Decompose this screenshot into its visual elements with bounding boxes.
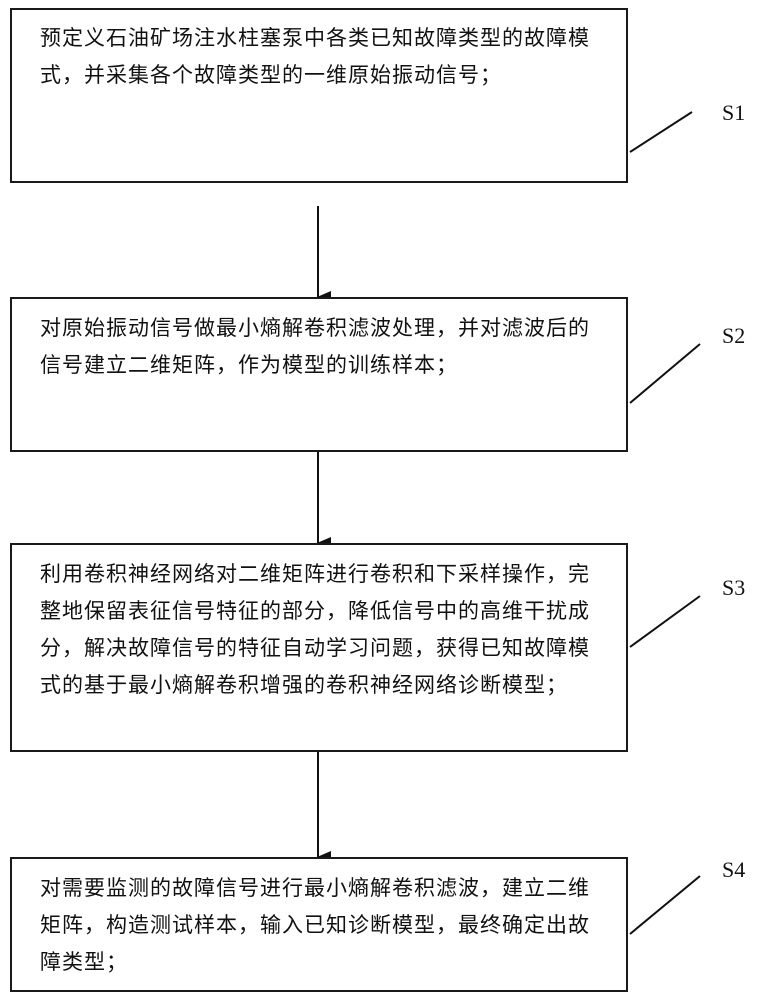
step-text-s1: 预定义石油矿场注水柱塞泵中各类已知故障类型的故障模式，并采集各个故障类型的一维原…	[40, 26, 590, 87]
step-label-s3: S3	[722, 575, 746, 600]
step-label-s1: S1	[722, 100, 746, 125]
step-text-s4: 对需要监测的故障信号进行最小熵解卷积滤波，建立二维矩阵，构造测试样本，输入已知诊…	[40, 876, 590, 974]
step-label-s2: S2	[722, 323, 746, 348]
step-box-s3: 利用卷积神经网络对二维矩阵进行卷积和下采样操作，完整地保留表征信号特征的部分，降…	[10, 543, 628, 752]
step-label-s4: S4	[722, 857, 746, 882]
leader-line-s4	[629, 875, 701, 935]
step-box-s1: 预定义石油矿场注水柱塞泵中各类已知故障类型的故障模式，并采集各个故障类型的一维原…	[10, 8, 628, 183]
leader-line-s3	[629, 595, 701, 648]
step-text-s2: 对原始振动信号做最小熵解卷积滤波处理，并对滤波后的信号建立二维矩阵，作为模型的训…	[40, 316, 590, 377]
step-box-s4: 对需要监测的故障信号进行最小熵解卷积滤波，建立二维矩阵，构造测试样本，输入已知诊…	[10, 857, 628, 992]
leader-line-s1	[629, 111, 693, 153]
step-text-s3: 利用卷积神经网络对二维矩阵进行卷积和下采样操作，完整地保留表征信号特征的部分，降…	[40, 562, 590, 697]
leader-line-s2	[629, 343, 701, 404]
step-box-s2: 对原始振动信号做最小熵解卷积滤波处理，并对滤波后的信号建立二维矩阵，作为模型的训…	[10, 297, 628, 452]
